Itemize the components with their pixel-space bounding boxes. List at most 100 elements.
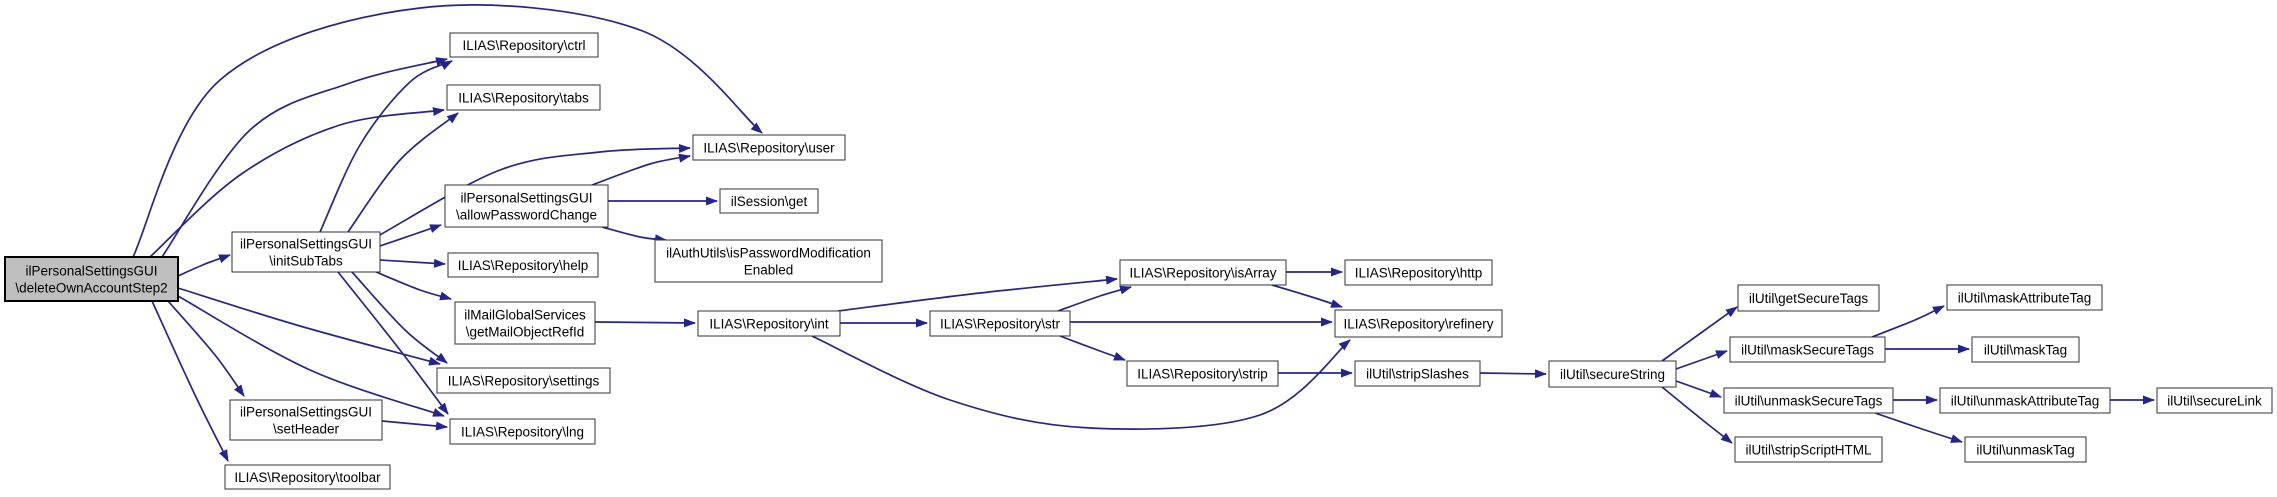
node-box-strip[interactable] bbox=[1126, 360, 1279, 387]
node-label-line: \deleteOwnAccountStep2 bbox=[15, 281, 167, 296]
graph-edge-initSubTabs-to-getMailObjectRefId bbox=[375, 271, 452, 301]
node-label-getMailObjectRefId: ilMailGlobalServices\getMailObjectRefId bbox=[464, 308, 586, 340]
node-box-deleteOwnAccountStep2 bbox=[4, 256, 179, 302]
node-box-tabs[interactable] bbox=[446, 84, 601, 111]
node-label-unmaskAttributeTag: ilUtil\unmaskAttributeTag bbox=[1951, 394, 2100, 409]
node-label-line: ILIAS\Repository\tabs bbox=[458, 91, 589, 106]
node-box-sessionGet[interactable] bbox=[719, 188, 819, 214]
node-box-maskAttributeTag[interactable] bbox=[1946, 284, 2103, 311]
graph-node-settings[interactable]: ILIAS\Repository\settings bbox=[436, 367, 611, 394]
graph-node-help[interactable]: ILIAS\Repository\help bbox=[447, 252, 599, 278]
graph-node-initSubTabs[interactable]: ilPersonalSettingsGUI\initSubTabs bbox=[231, 231, 381, 273]
node-box-toolbar[interactable] bbox=[224, 464, 391, 490]
node-box-getMailObjectRefId[interactable] bbox=[454, 301, 596, 345]
node-label-line: ilUtil\maskAttributeTag bbox=[1958, 291, 2092, 306]
node-box-help[interactable] bbox=[447, 252, 599, 278]
graph-node-unmaskTag[interactable]: ilUtil\unmaskTag bbox=[1964, 436, 2087, 463]
graph-node-maskAttributeTag[interactable]: ilUtil\maskAttributeTag bbox=[1946, 284, 2103, 311]
graph-node-getSecureTags[interactable]: ilUtil\getSecureTags bbox=[1737, 284, 1880, 312]
graph-node-secureString[interactable]: ilUtil\secureString bbox=[1548, 360, 1677, 388]
node-label-line: \getMailObjectRefId bbox=[466, 325, 585, 340]
node-label-line: ILIAS\Repository\ctrl bbox=[462, 38, 585, 53]
graph-node-str[interactable]: ILIAS\Repository\str bbox=[929, 310, 1071, 337]
node-box-maskSecureTags[interactable] bbox=[1729, 336, 1886, 363]
node-label-line: ilUtil\unmaskAttributeTag bbox=[1951, 394, 2100, 409]
graph-edge-getMailObjectRefId-to-int bbox=[594, 318, 696, 328]
node-label-line: ILIAS\Repository\http bbox=[1355, 266, 1483, 281]
node-box-str[interactable] bbox=[929, 310, 1071, 337]
graph-node-tabs[interactable]: ILIAS\Repository\tabs bbox=[446, 84, 601, 111]
node-label-line: ILIAS\Repository\settings bbox=[448, 374, 600, 389]
node-label-maskSecureTags: ilUtil\maskSecureTags bbox=[1741, 343, 1874, 358]
graph-node-sessionGet[interactable]: ilSession\get bbox=[719, 188, 819, 214]
node-box-int[interactable] bbox=[697, 310, 841, 337]
node-label-line: ilPersonalSettingsGUI bbox=[25, 264, 157, 279]
graph-edge-secureString-to-maskSecureTags bbox=[1675, 350, 1728, 370]
graph-node-stripScriptHTML[interactable]: ilUtil\stripScriptHTML bbox=[1734, 436, 1883, 463]
node-label-http: ILIAS\Repository\http bbox=[1355, 266, 1483, 281]
graph-node-refinery[interactable]: ILIAS\Repository\refinery bbox=[1334, 309, 1503, 338]
node-label-line: ilAuthUtils\isPasswordModification bbox=[666, 246, 871, 261]
node-box-settings[interactable] bbox=[436, 367, 611, 394]
node-label-secureString: ilUtil\secureString bbox=[1560, 367, 1665, 382]
node-box-stripScriptHTML[interactable] bbox=[1734, 436, 1883, 463]
graph-edge-deleteOwnAccountStep2-to-toolbar bbox=[151, 300, 229, 462]
node-label-user: ILIAS\Repository\user bbox=[703, 141, 835, 156]
node-box-stripSlashes[interactable] bbox=[1354, 360, 1481, 387]
node-box-secureLink[interactable] bbox=[2156, 387, 2273, 414]
node-box-setHeader[interactable] bbox=[229, 399, 383, 441]
graph-node-maskTag[interactable]: ilUtil\maskTag bbox=[1971, 336, 2080, 363]
graph-node-int[interactable]: ILIAS\Repository\int bbox=[697, 310, 841, 337]
node-box-refinery[interactable] bbox=[1334, 309, 1503, 338]
node-label-secureLink: ilUtil\secureLink bbox=[2167, 394, 2262, 409]
graph-edge-secureString-to-stripScriptHTML bbox=[1661, 386, 1733, 444]
graph-node-maskSecureTags[interactable]: ilUtil\maskSecureTags bbox=[1729, 336, 1886, 363]
node-label-setHeader: ilPersonalSettingsGUI\setHeader bbox=[240, 405, 372, 437]
graph-node-stripSlashes[interactable]: ilUtil\stripSlashes bbox=[1354, 360, 1481, 387]
node-label-line: ILIAS\Repository\toolbar bbox=[234, 470, 381, 485]
node-box-maskTag[interactable] bbox=[1971, 336, 2080, 363]
node-box-secureString[interactable] bbox=[1548, 360, 1677, 388]
graph-node-strip[interactable]: ILIAS\Repository\strip bbox=[1126, 360, 1279, 387]
graph-node-deleteOwnAccountStep2: ilPersonalSettingsGUI \deleteOwnAccountSt… bbox=[4, 256, 179, 302]
node-label-line: ILIAS\Repository\str bbox=[940, 317, 1061, 332]
node-box-lng[interactable] bbox=[449, 418, 596, 445]
node-label-strip: ILIAS\Repository\strip bbox=[1137, 367, 1268, 382]
graph-node-http[interactable]: ILIAS\Repository\http bbox=[1344, 259, 1493, 286]
node-box-unmaskTag[interactable] bbox=[1964, 436, 2087, 463]
graph-edge-deleteOwnAccountStep2-to-tabs bbox=[149, 107, 445, 258]
graph-node-user[interactable]: ILIAS\Repository\user bbox=[692, 134, 846, 161]
node-box-isArray[interactable] bbox=[1119, 259, 1287, 286]
graph-edge-initSubTabs-to-ctrl bbox=[319, 60, 453, 233]
node-label-int: ILIAS\Repository\int bbox=[709, 317, 829, 332]
node-label-line: ilUtil\maskTag bbox=[1984, 343, 2067, 358]
node-box-unmaskSecureTags[interactable] bbox=[1723, 387, 1894, 414]
graph-edge-unmaskSecureTags-to-unmaskTag bbox=[1874, 412, 1963, 443]
graph-node-getMailObjectRefId[interactable]: ilMailGlobalServices\getMailObjectRefId bbox=[454, 301, 596, 345]
node-box-http[interactable] bbox=[1344, 259, 1493, 286]
graph-node-isArray[interactable]: ILIAS\Repository\isArray bbox=[1119, 259, 1287, 286]
node-label-toolbar: ILIAS\Repository\toolbar bbox=[234, 470, 381, 485]
graph-node-lng[interactable]: ILIAS\Repository\lng bbox=[449, 418, 596, 445]
graph-edge-initSubTabs-to-help bbox=[379, 258, 446, 268]
node-label-initSubTabs: ilPersonalSettingsGUI\initSubTabs bbox=[240, 237, 372, 269]
node-box-isPasswordModificationEnabled[interactable] bbox=[654, 239, 883, 283]
graph-node-setHeader[interactable]: ilPersonalSettingsGUI\setHeader bbox=[229, 399, 383, 441]
node-box-ctrl[interactable] bbox=[449, 32, 599, 58]
graph-node-allowPasswordChange[interactable]: ilPersonalSettingsGUI\allowPasswordChang… bbox=[444, 184, 609, 228]
node-box-initSubTabs[interactable] bbox=[231, 231, 381, 273]
graph-node-ctrl[interactable]: ILIAS\Repository\ctrl bbox=[449, 32, 599, 58]
node-box-unmaskAttributeTag[interactable] bbox=[1939, 387, 2111, 414]
graph-node-unmaskAttributeTag[interactable]: ilUtil\unmaskAttributeTag bbox=[1939, 387, 2111, 414]
graph-edge-secureString-to-getSecureTags bbox=[1661, 306, 1738, 362]
graph-node-toolbar[interactable]: ILIAS\Repository\toolbar bbox=[224, 464, 391, 490]
graph-node-secureLink[interactable]: ilUtil\secureLink bbox=[2156, 387, 2273, 414]
node-label-stripScriptHTML: ilUtil\stripScriptHTML bbox=[1745, 443, 1872, 458]
node-box-user[interactable] bbox=[692, 134, 846, 161]
node-box-getSecureTags[interactable] bbox=[1737, 284, 1880, 312]
graph-edge-initSubTabs-to-allowPasswordChange bbox=[379, 224, 442, 247]
graph-edge-int-to-isArray bbox=[837, 275, 1118, 312]
node-box-allowPasswordChange[interactable] bbox=[444, 184, 609, 228]
graph-node-unmaskSecureTags[interactable]: ilUtil\unmaskSecureTags bbox=[1723, 387, 1894, 414]
